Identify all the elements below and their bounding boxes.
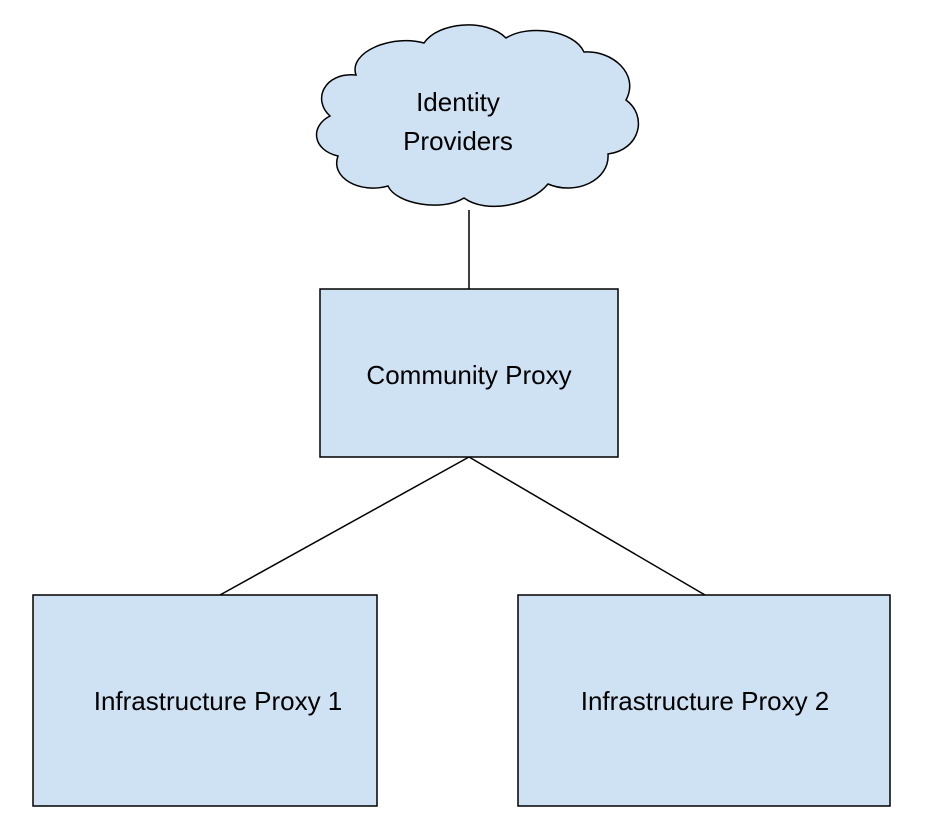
- cloud-shape: [315, 24, 640, 208]
- infrastructure-proxy-2-label: Infrastructure Proxy 2: [581, 686, 830, 716]
- identity-providers-node: Identity Providers: [315, 24, 640, 208]
- identity-providers-label-line1: Identity: [416, 87, 500, 117]
- edge-community-to-infra2: [468, 456, 706, 596]
- identity-providers-label-line2: Providers: [403, 126, 513, 156]
- edge-community-to-infra1: [219, 456, 470, 596]
- infrastructure-proxy-1-box: [32, 594, 378, 807]
- infrastructure-proxy-2-box: [517, 594, 891, 807]
- infrastructure-proxy-2-node: Infrastructure Proxy 2: [517, 594, 891, 807]
- community-proxy-node: Community Proxy: [319, 288, 619, 458]
- community-proxy-box: [319, 288, 619, 458]
- infrastructure-proxy-1-node: Infrastructure Proxy 1: [32, 594, 378, 807]
- infrastructure-proxy-1-label: Infrastructure Proxy 1: [94, 686, 343, 716]
- community-proxy-label: Community Proxy: [366, 360, 571, 390]
